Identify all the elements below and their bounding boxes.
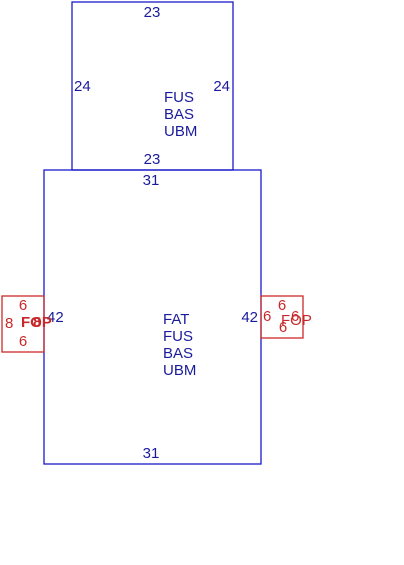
upper-bottom-dimension: 23 xyxy=(144,151,161,168)
right-porch-right-dimension: 6 xyxy=(291,308,299,325)
upper-code-3: UBM xyxy=(164,123,197,140)
main-bottom-dimension: 31 xyxy=(143,445,160,462)
right-porch-code: FOP xyxy=(281,312,312,329)
main-top-dimension: 31 xyxy=(143,172,160,189)
right-porch-top-dimension: 6 xyxy=(278,297,286,314)
left-porch-right-dimension: 8 xyxy=(33,314,41,331)
main-code-2: FUS xyxy=(163,328,193,345)
upper-left-dimension: 24 xyxy=(74,78,91,95)
main-right-dimension: 42 xyxy=(241,309,258,326)
upper-top-dimension: 23 xyxy=(144,4,161,21)
left-porch-outline xyxy=(1,295,45,353)
upper-code-1: FUS xyxy=(164,89,194,106)
left-porch-bottom-dimension: 6 xyxy=(19,333,27,350)
left-porch-top-dimension: 6 xyxy=(19,297,27,314)
main-code-1: FAT xyxy=(163,311,189,328)
left-porch-left-dimension: 8 xyxy=(5,315,13,332)
upper-section-outline xyxy=(71,1,234,171)
main-left-dimension: 42 xyxy=(47,309,64,326)
left-porch-code: FOP xyxy=(21,314,52,331)
main-section-outline xyxy=(43,169,262,465)
right-porch-bottom-dimension: 6 xyxy=(279,319,287,336)
main-code-4: UBM xyxy=(163,362,196,379)
upper-code-2: BAS xyxy=(164,106,194,123)
right-porch-left-dimension: 6 xyxy=(263,308,271,325)
main-code-3: BAS xyxy=(163,345,193,362)
right-porch-outline xyxy=(260,295,304,339)
upper-right-dimension: 24 xyxy=(213,78,230,95)
